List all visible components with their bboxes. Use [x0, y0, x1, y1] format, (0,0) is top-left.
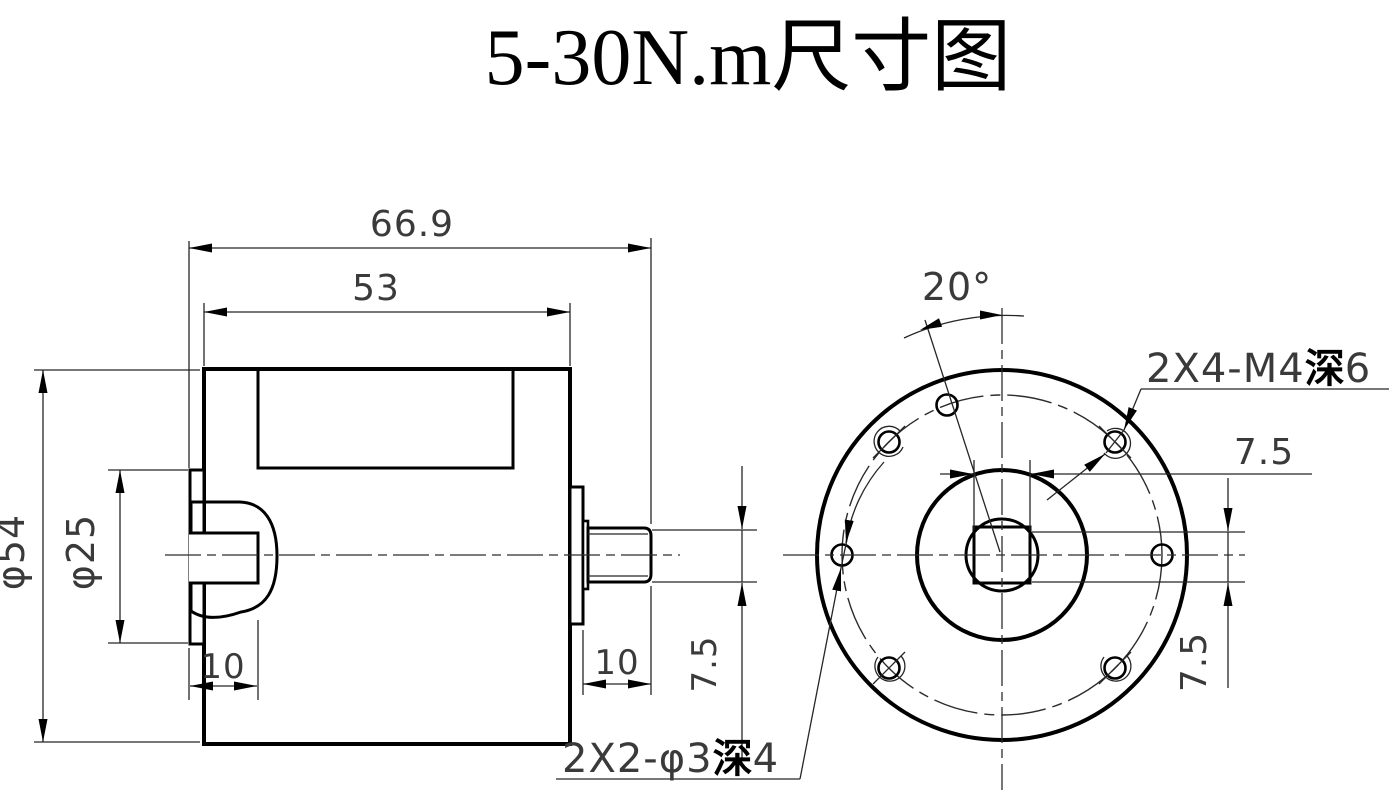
top-recess-outline	[256, 370, 515, 470]
m4-hole-lower-right	[1098, 651, 1132, 685]
positioning-hole-20deg	[935, 393, 959, 417]
front-view: 20° 7.5 7.5 2X4-M4深6	[556, 265, 1389, 790]
dim-flange-bore-diameter: φ25	[59, 469, 188, 644]
coupler-bore-outline	[189, 531, 260, 585]
m4-holes-label: 2X4-M4深6	[1046, 346, 1389, 501]
dim-coupler-depth: 10	[188, 620, 259, 700]
drawing-title: 5-30N.m尺寸图	[485, 14, 1012, 102]
coupler-bore-fill	[189, 534, 258, 582]
dim-square-height: 7.5	[1032, 478, 1245, 692]
svg-text:7.5: 7.5	[1234, 432, 1294, 473]
radial-line-20deg	[924, 319, 1001, 553]
svg-text:2X2-φ3深4: 2X2-φ3深4	[562, 736, 779, 782]
m4-hole-lower-left	[872, 651, 906, 685]
svg-text:66.9: 66.9	[370, 204, 454, 245]
dim-shaft-length: 10	[582, 586, 652, 695]
svg-text:53: 53	[352, 268, 400, 309]
dim-body-length: 53	[203, 268, 571, 366]
svg-text:10: 10	[200, 647, 245, 687]
dim-overall-length: 66.9	[188, 204, 652, 524]
dim-square-width: 7.5	[940, 432, 1312, 530]
threaded-shaft	[586, 526, 653, 584]
dim-shaft-diameter: 7.5	[652, 466, 757, 758]
svg-text:2X4-M4深6: 2X4-M4深6	[1146, 346, 1371, 392]
m4-hole-upper-left	[872, 425, 906, 459]
coupler-section-hatch	[189, 500, 279, 619]
svg-text:7.5: 7.5	[1174, 632, 1215, 692]
dim-hole-angle: 20°	[903, 265, 1025, 339]
svg-text:φ25: φ25	[59, 514, 103, 590]
phi3-holes-label: 2X2-φ3深4	[556, 461, 885, 782]
dim-outer-diameter: φ54	[0, 369, 200, 743]
svg-text:φ54: φ54	[0, 514, 33, 590]
svg-text:20°: 20°	[922, 265, 992, 309]
svg-text:10: 10	[594, 643, 639, 683]
svg-text:7.5: 7.5	[685, 635, 725, 692]
sensor-body-outline	[202, 367, 572, 746]
side-view: 66.9 53 φ54 φ25 10	[0, 204, 757, 758]
